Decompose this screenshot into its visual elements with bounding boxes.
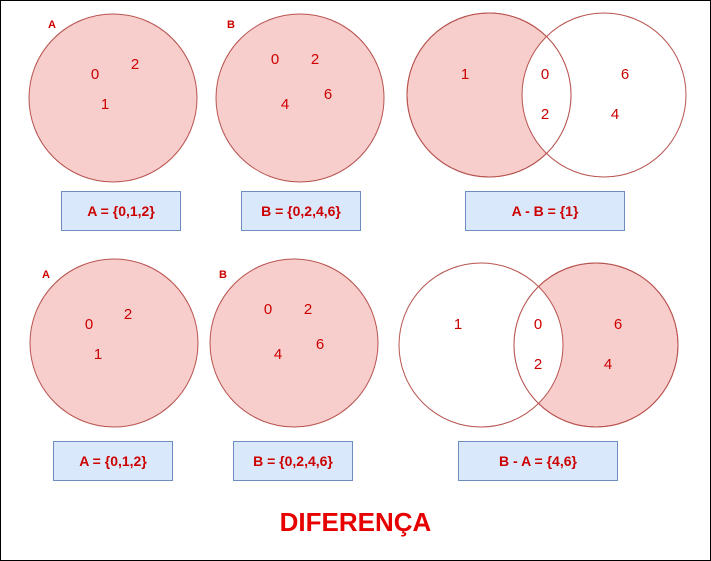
- top-set-b-caption: B = {0,2,4,6}: [241, 191, 361, 231]
- bottom-venn-right-element: 4: [604, 356, 612, 373]
- top-venn-intersection-element: 2: [541, 106, 549, 123]
- top-venn-right-element: 4: [611, 106, 619, 123]
- top-set-a-caption: A = {0,1,2}: [61, 191, 181, 231]
- bottom-venn-right-element: 6: [614, 316, 622, 333]
- diagram-title: DIFERENÇA: [279, 507, 432, 537]
- bottom-venn-left-circle: [398, 262, 564, 428]
- bottom-difference-caption: B - A = {4,6}: [458, 441, 618, 481]
- top-set-a-element: 2: [131, 56, 139, 73]
- top-set-a-element: 0: [91, 66, 99, 83]
- bottom-venn-left-element: 1: [454, 316, 462, 333]
- bottom-venn-intersection-element: 0: [534, 316, 542, 333]
- bottom-set-b-element: 4: [274, 346, 282, 363]
- bottom-set-a-element: 1: [94, 346, 102, 363]
- bottom-set-a-caption: A = {0,1,2}: [53, 441, 173, 481]
- top-set-a-circle: [28, 13, 198, 183]
- top-venn-left-element: 1: [461, 66, 469, 83]
- top-venn-intersection-element: 0: [541, 66, 549, 83]
- top-venn-left-outline: [406, 12, 572, 178]
- top-set-b-circle: [215, 13, 385, 183]
- bottom-set-b-label: B: [219, 269, 227, 281]
- bottom-set-a-element: 0: [85, 316, 93, 333]
- top-set-b-element: 6: [324, 86, 332, 103]
- bottom-venn-right-outline: [513, 262, 679, 428]
- bottom-set-b-element: 0: [264, 301, 272, 318]
- bottom-set-b-element: 6: [316, 336, 324, 353]
- top-set-b-element: 2: [311, 51, 319, 68]
- top-difference-caption: A - B = {1}: [465, 191, 625, 231]
- bottom-venn-intersection-element: 2: [534, 356, 542, 373]
- top-venn-right-circle: [521, 12, 687, 178]
- top-set-a-element: 1: [101, 96, 109, 113]
- bottom-set-b-element: 2: [304, 301, 312, 318]
- bottom-set-a-circle: [29, 258, 199, 428]
- top-set-b-label: B: [227, 19, 235, 31]
- top-set-a-label: A: [48, 19, 56, 31]
- bottom-set-b-caption: B = {0,2,4,6}: [233, 441, 353, 481]
- bottom-set-a-label: A: [42, 269, 50, 281]
- top-venn-right-element: 6: [621, 66, 629, 83]
- bottom-set-b-circle: [209, 258, 379, 428]
- top-set-b-element: 0: [271, 51, 279, 68]
- bottom-set-a-element: 2: [124, 306, 132, 323]
- top-set-b-element: 4: [281, 96, 289, 113]
